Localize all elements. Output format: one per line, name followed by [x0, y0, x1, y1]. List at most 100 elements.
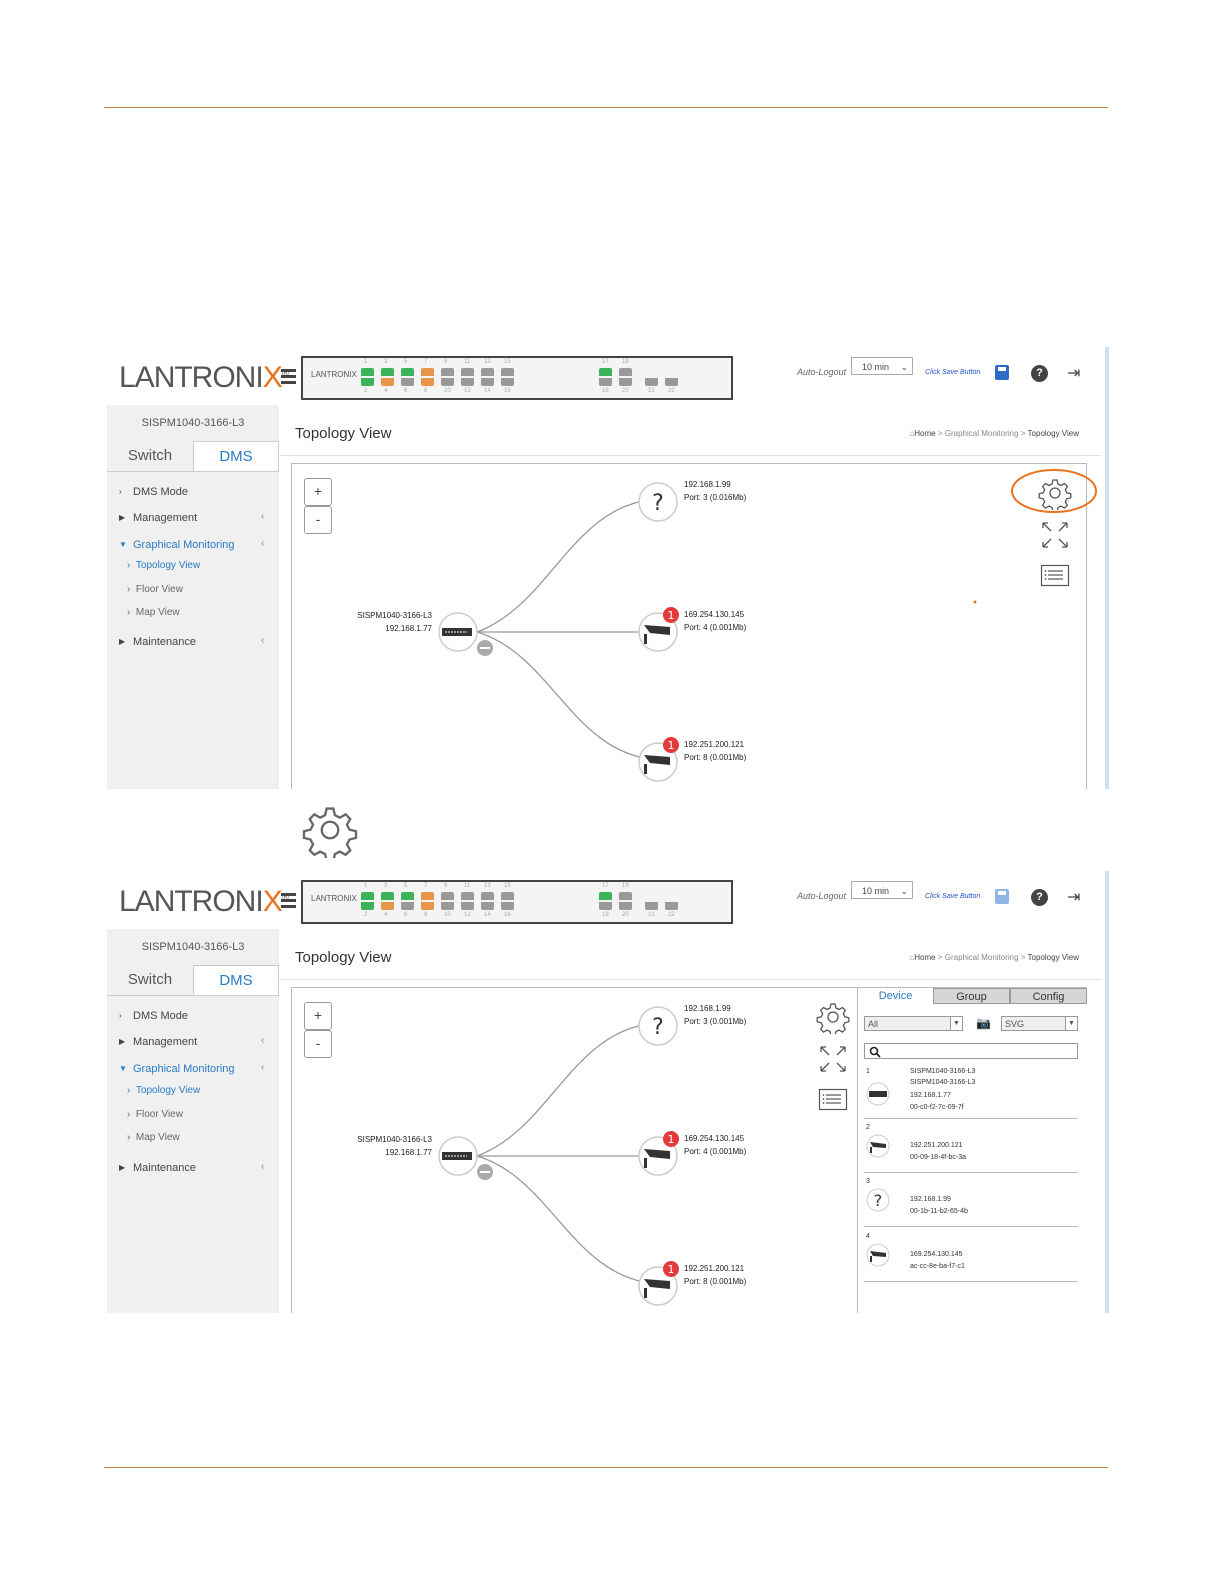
save-icon[interactable] [995, 365, 1009, 380]
list-panel-icon[interactable] [818, 1088, 848, 1112]
settings-gear-icon[interactable] [816, 1000, 850, 1034]
list-panel-icon[interactable] [1040, 564, 1070, 588]
auto-logout-select[interactable]: 10 min⌄ [851, 881, 913, 899]
device-filter-select[interactable]: All▼ [864, 1016, 963, 1031]
port-7-icon[interactable] [421, 892, 434, 900]
unknown-device-icon[interactable]: ? [638, 482, 678, 522]
port-3-icon[interactable] [381, 368, 394, 376]
help-icon[interactable]: ? [1031, 365, 1048, 382]
port-16-icon[interactable] [501, 378, 514, 386]
logout-icon[interactable]: ⇥ [1067, 365, 1081, 382]
port-18-icon[interactable] [599, 902, 612, 910]
logout-icon[interactable]: ⇥ [1067, 889, 1081, 906]
port-21-icon[interactable] [645, 378, 658, 386]
port-9-icon[interactable] [441, 368, 454, 376]
port-21-icon[interactable] [645, 902, 658, 910]
topology-canvas[interactable]: + - ? [291, 463, 1097, 789]
port-20-icon[interactable] [619, 902, 632, 910]
breadcrumb-graphical-monitoring[interactable]: Graphical Monitoring [944, 429, 1019, 438]
port-10-icon[interactable] [441, 378, 454, 386]
port-14-icon[interactable] [481, 378, 494, 386]
switch-node-icon[interactable] [438, 1136, 493, 1180]
port-1-icon[interactable] [361, 368, 374, 376]
port-22-icon[interactable] [665, 902, 678, 910]
zoom-out-button[interactable]: - [304, 1030, 332, 1058]
auto-logout-select[interactable]: 10 min⌄ [851, 357, 913, 375]
pane-tab-device[interactable]: Device [858, 988, 933, 1004]
port-16-icon[interactable] [501, 902, 514, 910]
camera-icon[interactable]: 📷 [976, 1016, 991, 1030]
help-icon[interactable]: ? [1031, 889, 1048, 906]
camera-device-icon[interactable]: 1 [638, 607, 679, 652]
port-5-icon[interactable] [401, 892, 414, 900]
sidebar-subitem-map-view[interactable]: › Map View [127, 1132, 180, 1143]
port-11-icon[interactable] [461, 892, 474, 900]
port-2-icon[interactable] [361, 902, 374, 910]
port-17-icon[interactable] [599, 892, 612, 900]
port-22-icon[interactable] [665, 378, 678, 386]
port-1-icon[interactable] [361, 892, 374, 900]
port-13-icon[interactable] [481, 892, 494, 900]
list-item[interactable]: 3 ? 192.168.1.99 00-1b-11-b2-65-4b [864, 1178, 1078, 1227]
list-item[interactable]: 1 SISPM1040-3166-L3 SISPM1040-3166-L3 19… [864, 1068, 1078, 1119]
breadcrumb-home[interactable]: Home [914, 953, 936, 962]
list-item[interactable]: 4 169.254.130.145 ac-cc-8e-ba-f7-c1 [864, 1233, 1078, 1282]
port-17-icon[interactable] [599, 368, 612, 376]
port-19-icon[interactable] [619, 892, 632, 900]
port-2-icon[interactable] [361, 378, 374, 386]
port-4-icon[interactable] [381, 902, 394, 910]
device-search-input[interactable] [864, 1043, 1078, 1059]
sidebar-subitem-map-view[interactable]: › Map View [127, 607, 180, 618]
tab-switch[interactable]: Switch [127, 447, 173, 464]
port-14-icon[interactable] [481, 902, 494, 910]
export-format-select[interactable]: SVG▼ [1001, 1016, 1078, 1031]
menu-toggle-icon[interactable] [281, 893, 296, 911]
pane-tab-config[interactable]: Config [1010, 988, 1087, 1004]
breadcrumb-home[interactable]: Home [914, 429, 936, 438]
port-7-icon[interactable] [421, 368, 434, 376]
port-8-icon[interactable] [421, 378, 434, 386]
port-11-icon[interactable] [461, 368, 474, 376]
zoom-in-button[interactable]: + [304, 478, 332, 506]
port-19-icon[interactable] [619, 368, 632, 376]
pane-tab-group[interactable]: Group [933, 988, 1010, 1004]
sidebar-subitem-topology-view[interactable]: › Topology View [127, 1085, 201, 1096]
port-15-icon[interactable] [501, 892, 514, 900]
port-6-icon[interactable] [401, 378, 414, 386]
switch-node-icon[interactable] [438, 612, 493, 656]
sidebar-subitem-floor-view[interactable]: › Floor View [127, 584, 183, 595]
port-10-icon[interactable] [441, 902, 454, 910]
menu-toggle-icon[interactable] [281, 369, 296, 387]
port-6-icon[interactable] [401, 902, 414, 910]
tab-dms[interactable]: DMS [193, 441, 279, 471]
port-15-icon[interactable] [501, 368, 514, 376]
fullscreen-icon[interactable] [1040, 520, 1070, 550]
port-4-icon[interactable] [381, 378, 394, 386]
camera-device-icon[interactable]: 1 [638, 1131, 679, 1176]
port-5-icon[interactable] [401, 368, 414, 376]
port-20-icon[interactable] [619, 378, 632, 386]
port-3-icon[interactable] [381, 892, 394, 900]
port-8-icon[interactable] [421, 902, 434, 910]
port-18-icon[interactable] [599, 378, 612, 386]
port-12-icon[interactable] [461, 378, 474, 386]
breadcrumb-graphical-monitoring[interactable]: Graphical Monitoring [944, 953, 1019, 962]
camera-device-icon[interactable]: 1 [638, 737, 679, 782]
topology-canvas[interactable]: + - ? [291, 987, 1087, 1313]
zoom-in-button[interactable]: + [304, 1002, 332, 1030]
tab-dms[interactable]: DMS [193, 965, 279, 995]
tab-switch[interactable]: Switch [127, 971, 173, 988]
port-12-icon[interactable] [461, 902, 474, 910]
save-icon[interactable] [995, 889, 1009, 904]
port-9-icon[interactable] [441, 892, 454, 900]
port-13-icon[interactable] [481, 368, 494, 376]
sidebar-subitem-floor-view[interactable]: › Floor View [127, 1109, 183, 1120]
fullscreen-icon[interactable] [818, 1044, 848, 1074]
unknown-device-icon[interactable]: ? [638, 1006, 678, 1046]
zoom-out-button[interactable]: - [304, 506, 332, 534]
list-item[interactable]: 2 192.251.200.121 00-09-18-4f-bc-3a [864, 1124, 1078, 1173]
settings-gear-icon[interactable] [1038, 476, 1072, 510]
camera-device-icon[interactable]: 1 [638, 1261, 679, 1306]
